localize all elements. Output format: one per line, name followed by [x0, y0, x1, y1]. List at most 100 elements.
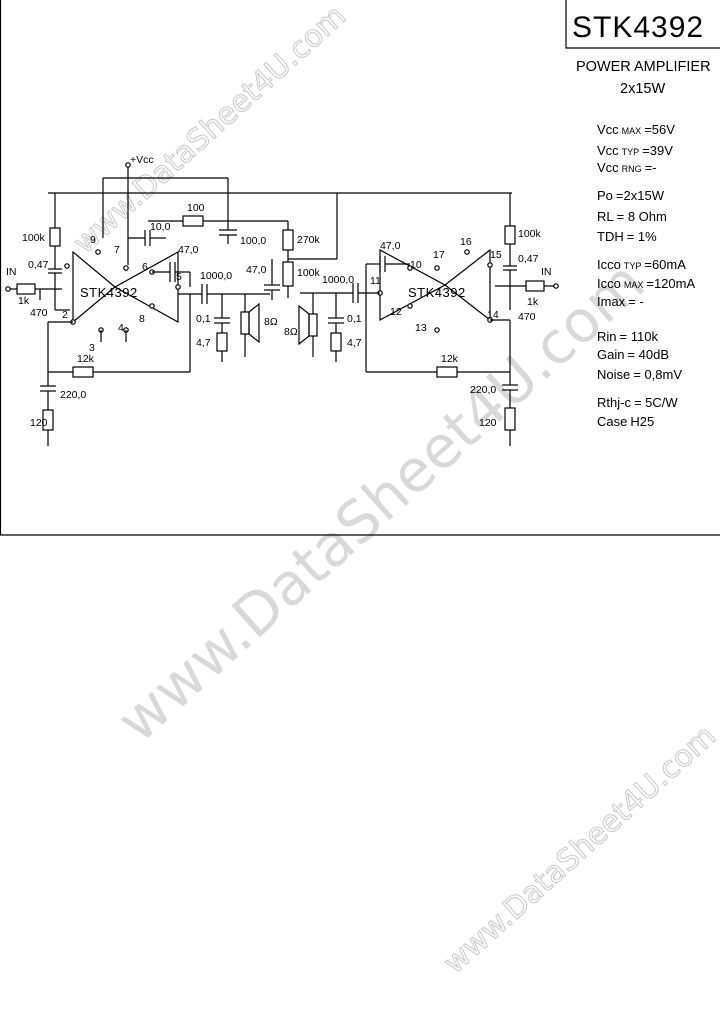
svg-text:www.DataSheet4U.com: www.DataSheet4U.com [437, 718, 720, 980]
left-c-47: 47,0 [178, 244, 199, 256]
spec-symbol: Rthj-c [597, 395, 631, 410]
left-in-label: IN [6, 266, 17, 278]
left-r-470: 470 [30, 307, 48, 319]
spec-value: = 8 Ohm [617, 209, 667, 224]
watermark-top: www.DataSheet4U.com [66, 0, 353, 261]
spec-symbol: Case [597, 414, 627, 429]
left-pin-8: 8 [139, 313, 145, 325]
right-c-01: 0,1 [347, 313, 362, 325]
spec-value: = 1% [627, 229, 657, 244]
spec-value: =56V [644, 122, 675, 137]
subtitle-line2: 2x15W [620, 81, 665, 97]
right-r-100k: 100k [518, 228, 542, 240]
spec-value: H25 [630, 414, 654, 429]
right-c-47a: 47,0 [246, 264, 267, 276]
spec-row: Gain= 40dB [597, 347, 669, 362]
left-r-1k: 1k [18, 295, 30, 307]
spec-row: Po=2x15W [597, 188, 665, 203]
right-r-120: 120 [479, 417, 497, 429]
left-r-100k: 100k [22, 232, 46, 244]
right-chip-label: STK4392 [408, 285, 466, 300]
spec-subscript: RNG [622, 164, 642, 174]
spec-subscript: MAX [622, 126, 642, 136]
spec-subscript: MAX [624, 280, 644, 290]
right-speaker: 8Ω [284, 326, 298, 338]
spec-symbol: TDH [597, 229, 624, 244]
left-c-220: 220,0 [60, 389, 86, 401]
right-c-047: 0,47 [518, 253, 539, 265]
spec-row: Noise= 0,8mV [597, 367, 682, 382]
spec-symbol: Po [597, 188, 613, 203]
spec-row: Imax= - [597, 294, 644, 309]
vcc-label: +Vcc [130, 154, 154, 166]
right-channel-schematic: 100k IN 1k 470 0,47 STK4392 11 10 17 16 … [284, 193, 559, 446]
right-pin-17: 17 [433, 249, 445, 261]
left-pin-4: 4 [118, 322, 124, 334]
left-c-100: 100,0 [240, 235, 266, 247]
right-pin-16: 16 [460, 236, 472, 248]
svg-text:www.DataSheet4U.com: www.DataSheet4U.com [104, 248, 657, 756]
page-frame [0, 0, 720, 536]
right-c-47: 47,0 [380, 240, 401, 252]
spec-subscript: TYP [624, 261, 642, 271]
spec-symbol: Vcc [597, 143, 619, 158]
spec-symbol: Noise [597, 367, 630, 382]
spec-symbol: Rin [597, 329, 617, 344]
spec-symbol: Vcc [597, 160, 619, 175]
watermark-bottom: www.DataSheet4U.com [436, 718, 720, 981]
left-pin-9: 9 [90, 234, 96, 246]
spec-subscript: TYP [622, 147, 640, 157]
subtitle-line1: POWER AMPLIFIER [576, 59, 711, 75]
left-c-01: 0,1 [196, 313, 211, 325]
left-pin-6: 6 [142, 261, 148, 273]
left-c-047: 0,47 [28, 259, 49, 271]
right-r-1k: 1k [527, 296, 539, 308]
spec-symbol: Icco [597, 276, 621, 291]
left-speaker: 8Ω [264, 316, 278, 328]
spec-value: =39V [642, 143, 673, 158]
right-pin-13: 13 [415, 322, 427, 334]
right-pin-15: 15 [490, 249, 502, 261]
spec-symbol: Icco [597, 257, 621, 272]
svg-text:www.DataSheet4U.com: www.DataSheet4U.com [67, 0, 353, 261]
left-channel-schematic: +Vcc 100k IN 1k 470 0,47 STK4392 [5, 154, 512, 446]
spec-value: =60mA [644, 257, 686, 272]
right-r-470: 470 [518, 311, 536, 323]
right-pin-10: 10 [410, 259, 422, 271]
spec-symbol: Gain [597, 347, 624, 362]
left-pin-5: 5 [176, 271, 182, 283]
spec-value: = 0,8mV [633, 367, 682, 382]
right-in-label: IN [541, 266, 552, 278]
spec-row: TDH= 1% [597, 229, 657, 244]
spec-symbol: Vcc [597, 122, 619, 137]
center-bias-network: 270k 100k 47,0 [246, 193, 338, 300]
left-pin-7: 7 [114, 244, 120, 256]
left-r-120: 120 [30, 417, 48, 429]
left-chip-label: STK4392 [80, 285, 138, 300]
right-c-1000: 1000,0 [322, 274, 354, 286]
right-r-12k: 12k [441, 353, 459, 365]
left-c-10: 10,0 [150, 221, 171, 233]
right-pin-11: 11 [370, 275, 381, 287]
right-r-47: 4,7 [347, 337, 362, 349]
spec-row: Rthj-c= 5C/W [597, 395, 678, 410]
right-c-220: 220,0 [470, 384, 496, 396]
spec-symbol: Imax [597, 294, 626, 309]
spec-value: =120mA [646, 276, 695, 291]
right-pin-12: 12 [390, 306, 402, 318]
right-pin-14: 14 [487, 309, 499, 321]
left-r-47: 4,7 [196, 337, 211, 349]
spec-row: Rin= 110k [597, 329, 658, 344]
spec-row: RL= 8 Ohm [597, 209, 667, 224]
left-pin-2: 2 [62, 309, 68, 321]
right-r-100k-b: 100k [297, 267, 321, 279]
spec-value: =2x15W [616, 188, 665, 203]
